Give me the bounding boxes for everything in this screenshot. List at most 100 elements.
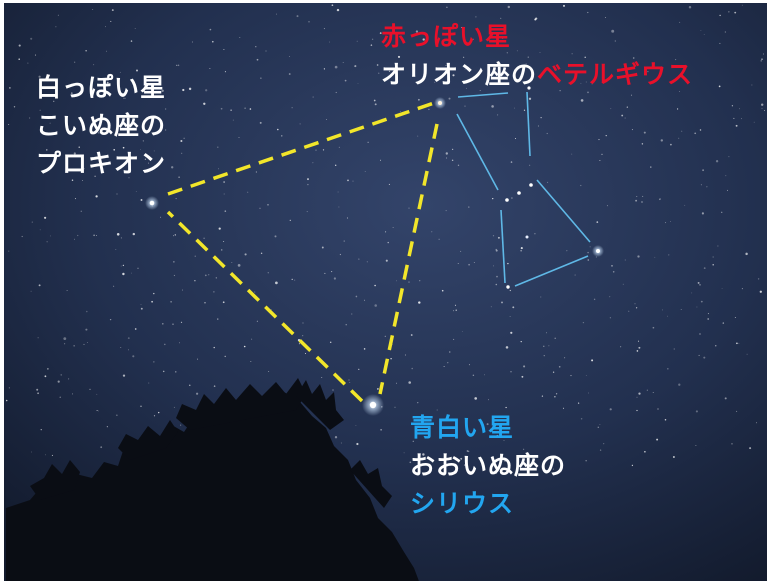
faint-star	[415, 30, 419, 33]
faint-star	[334, 65, 338, 69]
faint-star	[188, 87, 192, 91]
faint-star	[308, 20, 310, 23]
faint-star	[497, 114, 499, 116]
faint-star	[305, 353, 306, 354]
faint-star	[660, 139, 663, 142]
orion-line	[514, 255, 589, 287]
faint-star	[66, 290, 68, 291]
faint-star	[376, 64, 379, 66]
faint-star	[512, 306, 515, 309]
faint-star	[116, 233, 120, 236]
faint-star	[281, 135, 283, 137]
faint-star	[83, 168, 85, 170]
faint-star	[496, 473, 497, 474]
faint-star	[496, 275, 498, 278]
orion-belt-star	[517, 191, 521, 195]
faint-star	[140, 148, 142, 150]
faint-star	[357, 83, 359, 84]
faint-star	[554, 396, 556, 398]
betelgeuse-star	[438, 101, 442, 105]
faint-star	[111, 9, 114, 12]
faint-star	[175, 198, 177, 200]
faint-star	[540, 296, 542, 298]
faint-star	[587, 91, 589, 94]
faint-star	[523, 365, 526, 368]
faint-star	[684, 204, 686, 206]
faint-star	[38, 75, 41, 78]
faint-star	[224, 71, 226, 73]
faint-star	[122, 264, 125, 267]
faint-star	[448, 97, 451, 100]
faint-star	[223, 193, 225, 195]
faint-star	[351, 313, 353, 315]
faint-star	[98, 410, 100, 412]
faint-star	[144, 158, 147, 160]
faint-star	[558, 365, 561, 368]
faint-star	[554, 337, 556, 340]
faint-star	[140, 303, 142, 305]
faint-star	[8, 124, 10, 125]
faint-star	[44, 375, 47, 378]
faint-star	[164, 343, 166, 346]
faint-star	[761, 58, 763, 60]
faint-star	[510, 371, 512, 373]
faint-star	[449, 351, 451, 353]
faint-star	[679, 21, 681, 23]
faint-star	[527, 463, 530, 466]
faint-star	[700, 184, 702, 186]
faint-star	[196, 392, 199, 395]
faint-star	[695, 410, 698, 413]
faint-star	[446, 6, 448, 9]
faint-star	[160, 216, 162, 218]
faint-star	[417, 457, 420, 460]
faint-star	[762, 53, 764, 55]
faint-star	[176, 64, 178, 66]
faint-star	[116, 193, 118, 195]
faint-star	[495, 248, 497, 250]
faint-star	[364, 170, 366, 172]
faint-star	[500, 17, 502, 20]
faint-star	[634, 303, 636, 305]
faint-star	[9, 87, 11, 89]
faint-star	[738, 342, 740, 344]
orion-constellation-lines	[456, 91, 591, 287]
rigel-star	[596, 249, 600, 253]
faint-star	[760, 60, 762, 62]
faint-star	[547, 181, 549, 183]
faint-star	[13, 106, 16, 108]
faint-star	[731, 105, 734, 107]
faint-star	[397, 55, 401, 58]
faint-star	[751, 84, 753, 86]
faint-star	[591, 83, 593, 85]
faint-star	[355, 295, 358, 298]
faint-star	[718, 85, 721, 88]
faint-star	[323, 28, 325, 30]
faint-star	[486, 423, 489, 426]
faint-star	[445, 210, 447, 212]
faint-star	[27, 62, 29, 64]
faint-star	[73, 152, 76, 155]
faint-star	[239, 37, 241, 38]
faint-star	[302, 335, 304, 337]
faint-star	[571, 53, 573, 55]
faint-star	[164, 129, 167, 131]
betelgeuse-label-constellation: オリオン座の	[381, 60, 538, 89]
faint-star	[647, 71, 649, 73]
faint-star	[587, 11, 589, 14]
faint-star	[237, 264, 241, 267]
faint-star	[38, 284, 41, 287]
faint-star	[490, 428, 492, 431]
faint-star	[428, 108, 430, 111]
faint-star	[516, 50, 518, 52]
faint-star	[208, 274, 210, 276]
faint-star	[373, 99, 376, 102]
faint-star	[637, 340, 640, 342]
faint-star	[323, 68, 325, 70]
faint-star	[183, 137, 185, 139]
faint-star	[726, 189, 728, 191]
faint-star	[700, 30, 702, 31]
faint-star	[396, 280, 397, 282]
faint-star	[346, 217, 348, 219]
faint-star	[490, 306, 492, 308]
faint-star	[468, 206, 470, 208]
